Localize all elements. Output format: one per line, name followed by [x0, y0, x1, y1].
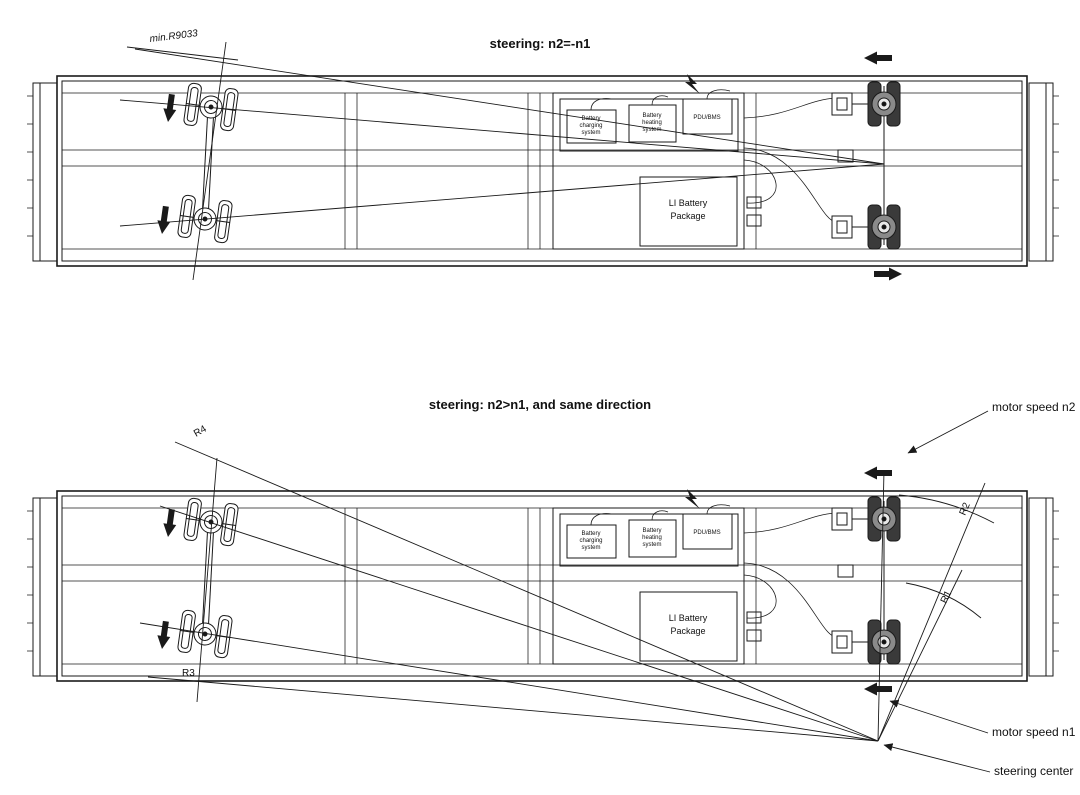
vehicle-top-view-2 — [27, 489, 1059, 681]
rotation-arrow-n1-right — [874, 267, 902, 281]
motor-speed-n1-callout: motor speed n1 — [889, 699, 1076, 739]
diagram-top-title: steering: n2=-n1 — [490, 36, 591, 51]
rotation-arrow-n2-left-bottom — [864, 466, 892, 480]
motor-speed-n1-label: motor speed n1 — [992, 725, 1076, 739]
diagram-top: steering: n2=-n1 min.R9033 — [27, 28, 1059, 281]
steering-center-callout: steering center — [883, 743, 1073, 778]
radius-label-r3: R3 — [182, 668, 195, 679]
radius-label-r2: R2 — [958, 501, 973, 517]
vehicle-top-view-1 — [27, 74, 1059, 266]
steering-radius-lines-bottom — [139, 441, 995, 742]
motor-speed-n2-callout: motor speed n2 — [907, 400, 1076, 454]
rotation-arrow-n2-left — [864, 51, 892, 65]
motor-speed-n2-label: motor speed n2 — [992, 400, 1076, 414]
radius-label-r4: R4 — [192, 423, 209, 439]
diagram-bottom: steering: n2>n1, and same direction R4 R… — [27, 397, 1076, 778]
radius-label-r1: R1 — [939, 589, 955, 606]
rotation-arrow-n1-left-bottom — [864, 682, 892, 696]
turn-radius-lines-top — [119, 41, 885, 281]
min-radius-label: min.R9033 — [149, 28, 199, 45]
steering-center-label: steering center — [994, 764, 1073, 778]
diagram-bottom-title: steering: n2>n1, and same direction — [429, 397, 651, 412]
